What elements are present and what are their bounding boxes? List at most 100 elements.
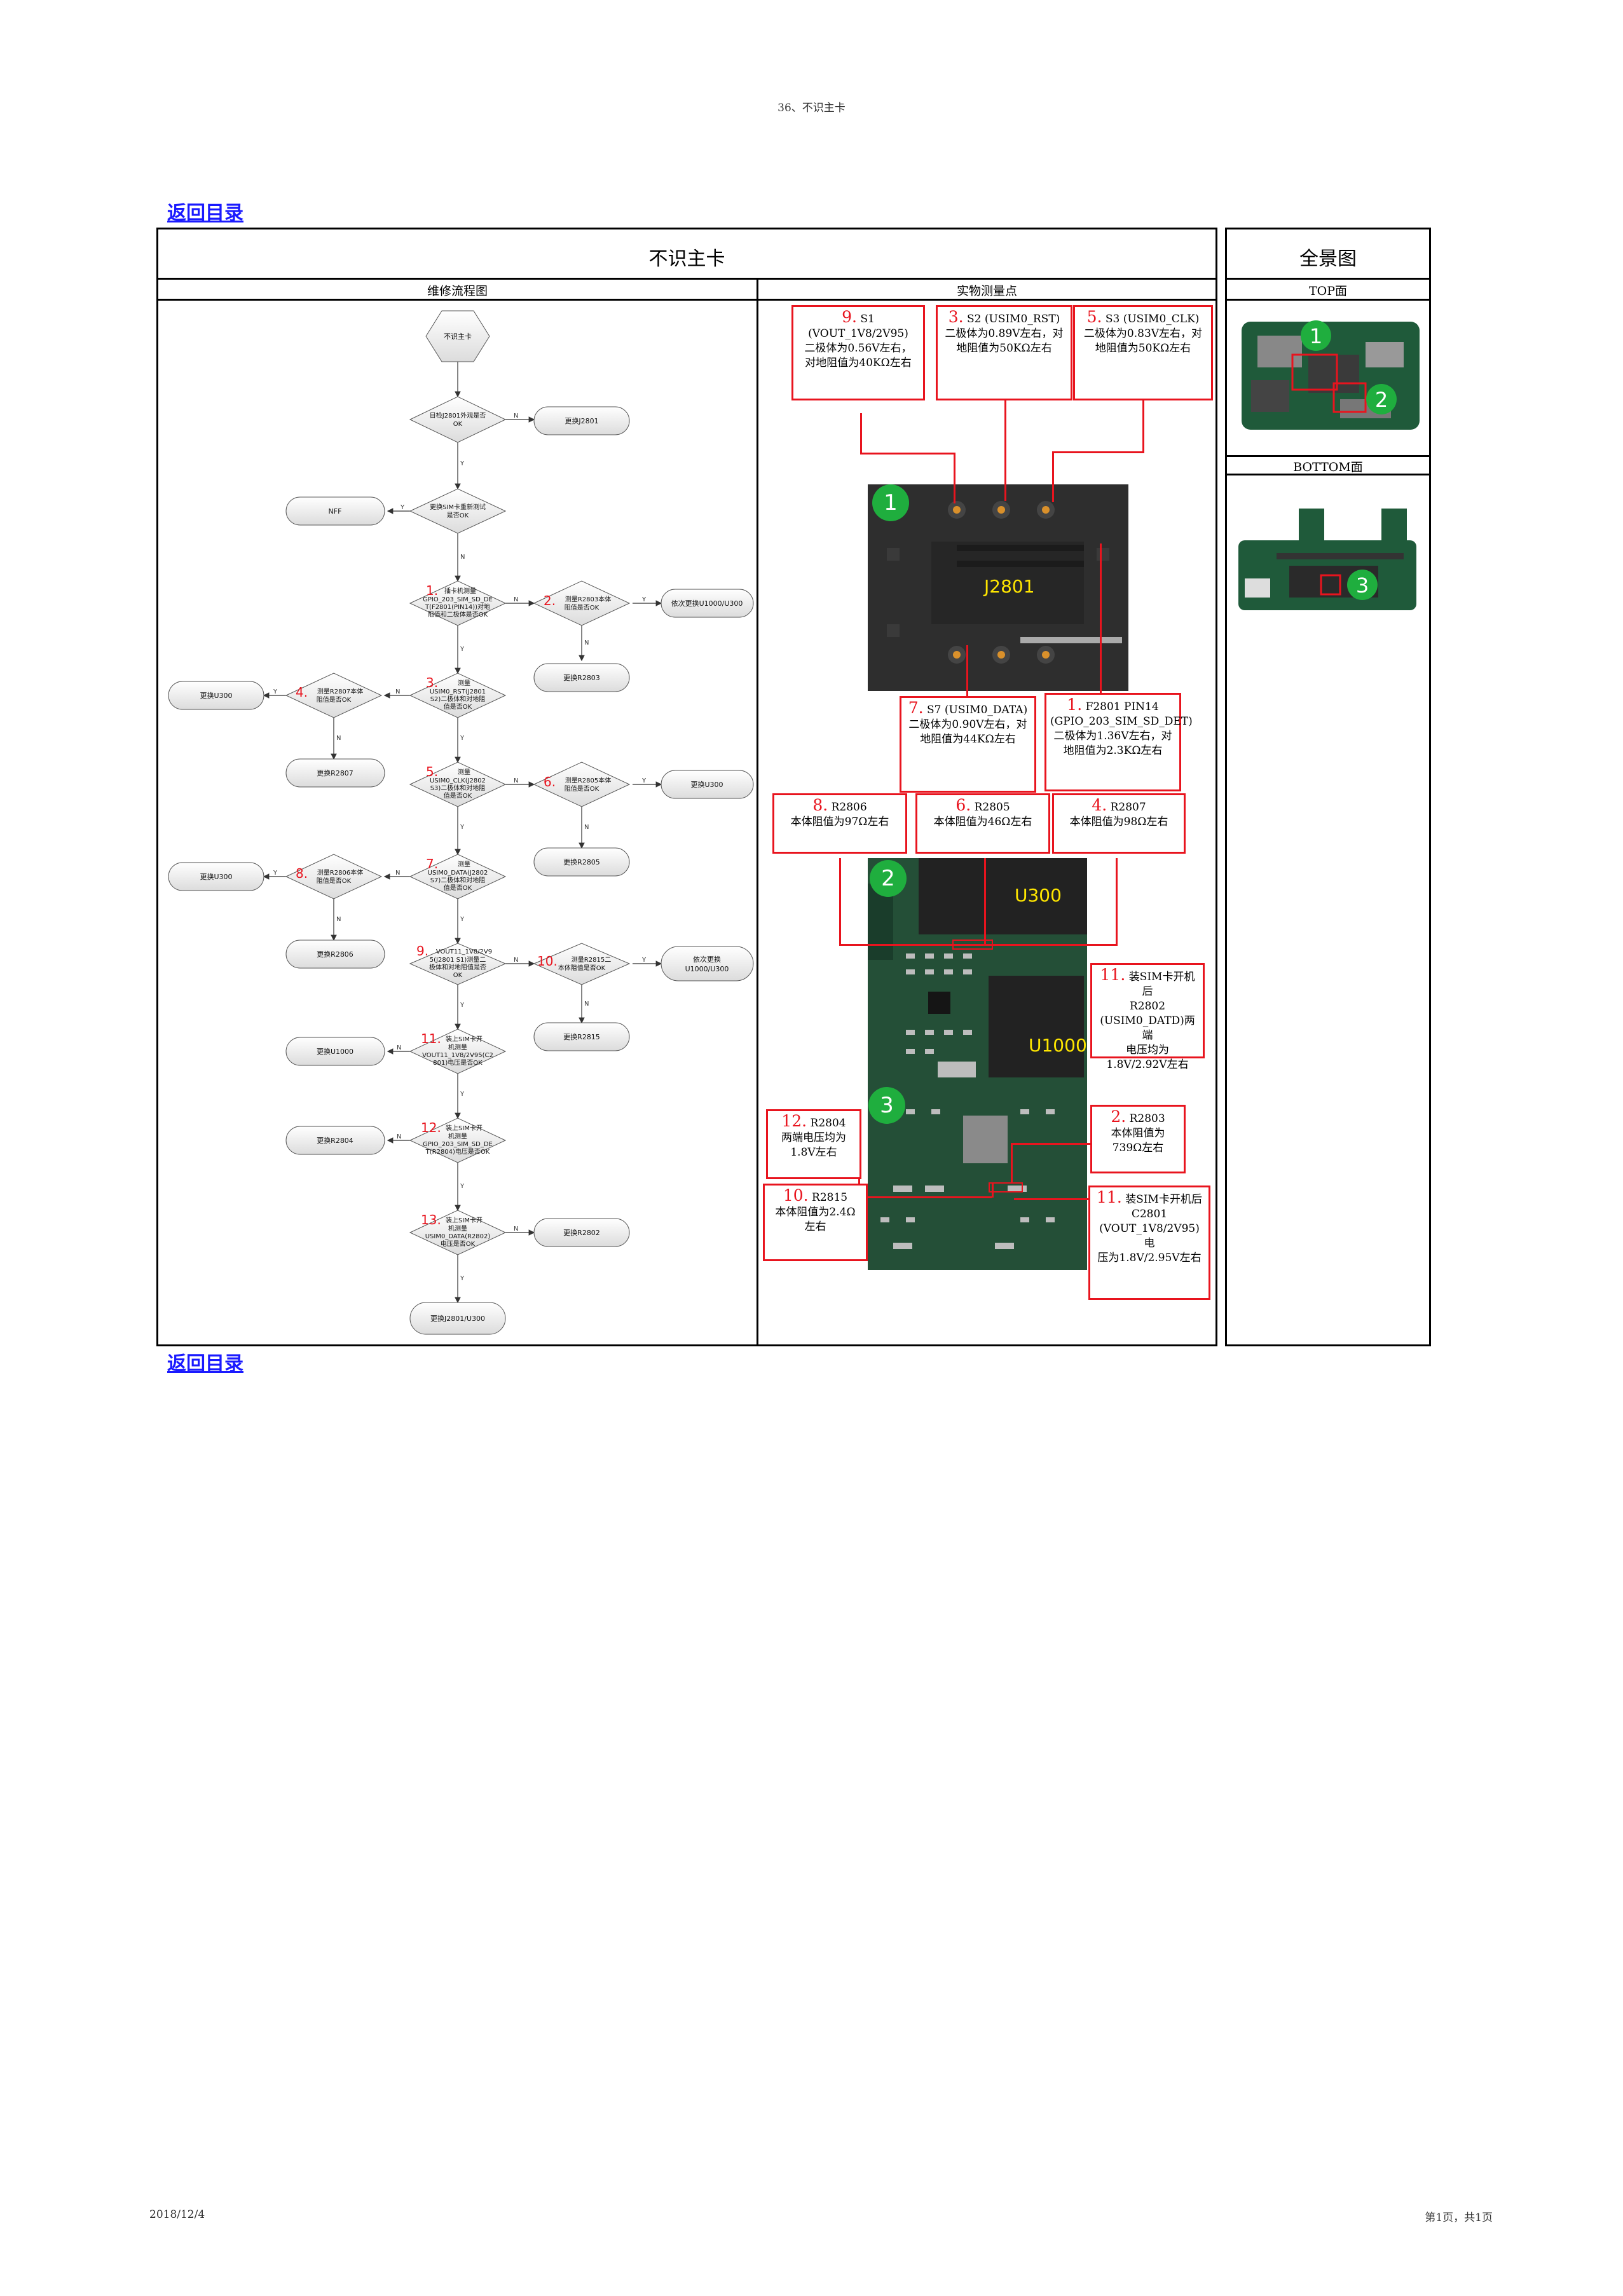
step-text: USIM0_CLK(J2802 <box>430 777 486 784</box>
decision-step-9 <box>409 943 507 985</box>
edge-label-no: N <box>460 554 465 561</box>
action-text: 更换R2804 <box>317 1136 353 1145</box>
edge-label-yes: Y <box>460 646 465 653</box>
step-text: 测量R2815二 <box>572 955 611 964</box>
top-board-photo: 1 2 <box>1238 310 1428 437</box>
action-text: 更换R2807 <box>317 769 353 777</box>
callout-text: R2804 <box>810 1117 846 1130</box>
pano-bottom-divider <box>1225 474 1431 475</box>
step-number-3: 3. <box>426 675 438 690</box>
edge-label-no: N <box>397 1044 401 1051</box>
points-column-title: 实物测量点 <box>956 284 1017 298</box>
step-text: 装上SIM卡开 <box>446 1035 483 1043</box>
callout-text: 地阻值为50KΩ左右 <box>1095 342 1191 355</box>
callout-text: 压为1.8V/2.95V左右 <box>1097 1252 1202 1264</box>
callout-text: 本体阻值为2.4Ω <box>775 1206 856 1219</box>
leader-line <box>1116 858 1118 946</box>
edge-label-yes: Y <box>460 1002 465 1009</box>
step-text: 是否OK <box>447 512 469 519</box>
callout-text: 本体阻值为46Ω左右 <box>933 816 1032 828</box>
callout-text: 地阻值为44KΩ左右 <box>920 733 1016 746</box>
action-replace-j2801 <box>533 406 630 435</box>
action-text: 更换R2802 <box>563 1228 600 1237</box>
step-text: OK <box>453 972 463 979</box>
step-text: 5(J2801 S1)测量二 <box>430 955 486 964</box>
callout-text: 本体阻值为 <box>1111 1127 1165 1140</box>
callout-text: 739Ω左右 <box>1112 1142 1164 1154</box>
action-nff <box>285 496 385 526</box>
callout-text: 装SIM卡开机后 <box>1125 1193 1202 1206</box>
callout-text: S3 (USIM0_CLK) <box>1105 313 1200 325</box>
edge-label-no: N <box>514 1226 518 1233</box>
action-replace-u300-c <box>168 862 264 891</box>
u1000-label: U1000 <box>1029 1035 1087 1056</box>
leader-line <box>1011 1143 1013 1184</box>
step-number-7: 7. <box>426 856 438 871</box>
repair-flowchart: N Y Y N N Y N Y N Y N Y N Y N Y N Y N Y … <box>159 301 757 1344</box>
callout-text: 对地阻值为40KΩ左右 <box>805 357 912 369</box>
leader-line <box>1100 543 1102 696</box>
back-to-toc-link-bottom[interactable]: 返回目录 <box>167 1353 243 1375</box>
edge-label-yes: Y <box>641 596 647 603</box>
callout-text: 电压均为 <box>1126 1044 1169 1056</box>
start-node <box>425 310 490 362</box>
callout-text: R2802 <box>1129 1000 1166 1013</box>
action-text: 更换R2805 <box>563 858 600 866</box>
main-title: 不识主卡 <box>648 248 725 270</box>
panorama-title: 全景图 <box>1299 248 1357 270</box>
edge-label-yes: Y <box>400 504 405 511</box>
callout-2: 2. R2803 本体阻值为 739Ω左右 <box>1090 1105 1186 1173</box>
step-text: 机测量 <box>448 1043 467 1051</box>
header-divider <box>156 299 1217 301</box>
action-text: 更换R2806 <box>317 950 353 959</box>
decision-step-5 <box>409 762 507 807</box>
callout-text: 1.8V/2.92V左右 <box>1106 1058 1189 1071</box>
step-text: 装上SIM卡开 <box>446 1216 483 1224</box>
column-divider <box>757 278 758 1344</box>
edge-label-no: N <box>395 870 400 877</box>
edge-label-yes: Y <box>460 916 465 923</box>
edge-label-no: N <box>584 824 589 831</box>
step-text: 测量 <box>458 679 470 687</box>
step-text: 机测量 <box>448 1132 467 1140</box>
step-text: USIM0_DATA(R2802) <box>425 1233 491 1240</box>
page-header: 36、不识主卡 <box>777 102 846 114</box>
leader-line <box>954 453 955 503</box>
decision-step-1 <box>409 580 507 626</box>
action-text: 更换U300 <box>200 691 232 700</box>
decision-step-7 <box>409 854 507 899</box>
action-text: 更换J2801/U300 <box>430 1314 485 1323</box>
action-replace-r2807 <box>285 758 385 788</box>
leader-line <box>839 858 841 946</box>
callout-text: 地阻值为50KΩ左右 <box>956 342 1052 355</box>
pano-mid-divider <box>1225 455 1431 457</box>
leader-line <box>1004 399 1006 501</box>
edge-label-yes: Y <box>460 735 465 742</box>
callout-8: 8. R2806 本体阻值为97Ω左右 <box>772 793 907 854</box>
leader-line <box>966 645 968 697</box>
callout-number: 3. <box>948 308 964 326</box>
decision-step-8 <box>285 854 383 899</box>
flow-column-title: 维修流程图 <box>427 284 488 298</box>
callout-text: 左右 <box>804 1220 826 1233</box>
callout-text: R2803 <box>1129 1112 1165 1125</box>
step-number-2: 2. <box>544 593 556 608</box>
callout-text: R2806 <box>831 801 867 814</box>
edge-label-no: N <box>514 957 518 964</box>
decision-step-10 <box>533 943 631 985</box>
step-text: 阻值是否OK <box>565 603 599 612</box>
marker-2: 2 <box>870 860 907 897</box>
step-text: 目检J2801外观是否 <box>430 411 486 420</box>
back-to-toc-link-top[interactable]: 返回目录 <box>167 202 243 224</box>
callout-3: 3. S2 (USIM0_RST) 二极体为0.89V左右，对 地阻值为50KΩ… <box>936 305 1072 400</box>
callout-text: R2805 <box>974 801 1010 814</box>
edge-label-no: N <box>395 688 400 695</box>
step-number-13: 13. <box>421 1212 441 1227</box>
action-replace-r2802 <box>533 1218 630 1247</box>
step-text: VOUT11_1V8/2V95(C2 <box>422 1052 493 1059</box>
u300-u1000-photo <box>868 858 1087 1090</box>
step-text: 阻值是否OK <box>317 877 352 885</box>
leader-line <box>858 1196 992 1198</box>
edge-label-yes: Y <box>273 870 278 877</box>
decision-step-6 <box>533 762 631 807</box>
